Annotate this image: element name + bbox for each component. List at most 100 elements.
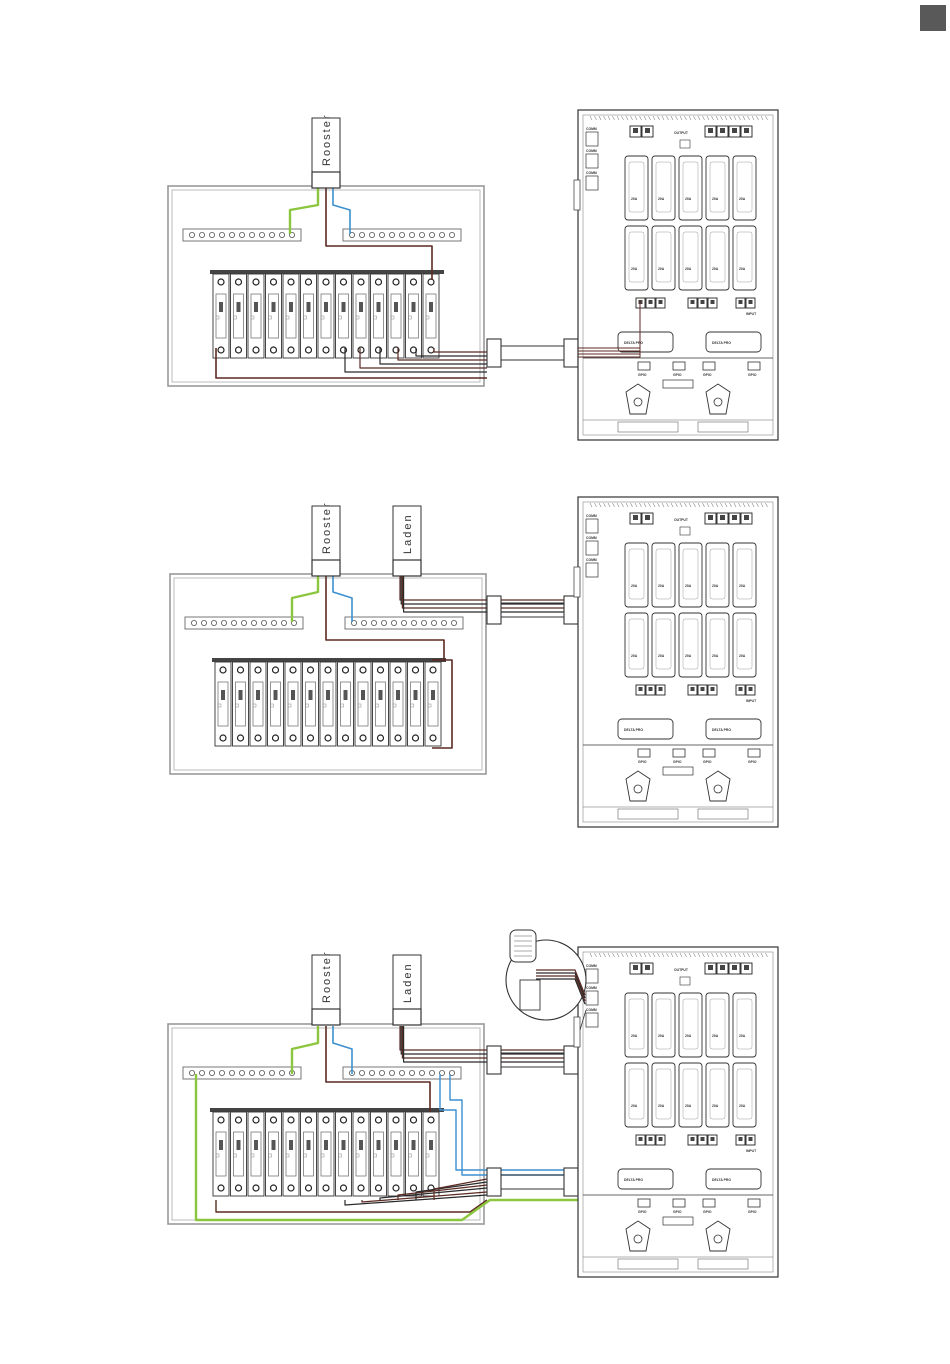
terminal-screw	[398, 1070, 405, 1077]
earth-terminal-bar	[184, 616, 304, 630]
circuit-breaker	[651, 992, 676, 1058]
terminal-screw	[260, 620, 267, 627]
side-knockout	[573, 179, 581, 211]
circuit-breaker	[732, 612, 757, 678]
terminal-screw	[358, 231, 365, 238]
terminal-screw	[410, 620, 417, 627]
breaker-top-screw	[374, 1116, 383, 1124]
gpio-port	[637, 1198, 651, 1208]
breaker-toggle	[324, 1140, 328, 1150]
circuit-breaker	[651, 155, 676, 221]
conduit-gland-right	[563, 595, 579, 625]
earth-terminal-bar	[182, 1066, 302, 1080]
breaker-bottom-screw	[254, 734, 262, 742]
vent-hatch	[598, 502, 602, 508]
breaker-face	[682, 1068, 699, 1120]
vent-hatch	[657, 115, 660, 121]
vent-hatch	[711, 115, 714, 121]
breaker-face	[655, 231, 672, 283]
vent-hatch	[603, 115, 606, 121]
terminal-screw	[690, 300, 695, 304]
vent-hatch	[598, 952, 602, 958]
breaker-rating-label: 20A	[658, 1104, 665, 1108]
mounting-hole	[633, 1234, 643, 1244]
breaker-toggle	[308, 690, 313, 700]
laden-label-text: Laden	[402, 513, 414, 554]
unit-inner-frame	[582, 114, 774, 436]
terminal-screw	[658, 687, 663, 691]
circuit-breaker	[705, 612, 730, 678]
breaker-top-screw	[236, 666, 245, 674]
breaker-bottom-screw	[234, 346, 243, 354]
terminal-screw	[360, 620, 367, 627]
breaker-indicator	[357, 703, 362, 708]
breaker	[370, 1111, 387, 1197]
breaker-output-wire	[361, 1191, 488, 1203]
terminal-screw	[648, 300, 653, 304]
breaker-rating-label: 20A	[685, 197, 692, 201]
breaker-top-screw	[269, 278, 278, 286]
breaker-output-wire	[215, 1199, 488, 1213]
mounting-hole	[633, 784, 643, 794]
breaker-top-screw	[306, 666, 315, 674]
terminal-screw	[220, 620, 227, 627]
vent-hatch	[693, 952, 696, 958]
breaker-body	[267, 661, 284, 747]
breaker-face	[682, 548, 699, 600]
vent-hatch	[675, 115, 678, 121]
terminal-screw	[638, 1137, 643, 1141]
terminal-screw	[645, 515, 650, 520]
terminal-screw	[648, 687, 653, 691]
breaker-body	[337, 661, 354, 747]
vent-hatch	[643, 502, 647, 508]
rooster-cable-label: Rooster	[311, 501, 341, 577]
breaker-top-screw	[341, 666, 350, 674]
breaker-bottom-screw	[269, 1184, 278, 1192]
breaker-body	[405, 273, 422, 359]
vent-hatch	[706, 952, 710, 958]
detail-pointer	[579, 1009, 587, 1031]
breaker-bottom-screw	[269, 346, 278, 354]
breaker-indicator	[270, 703, 274, 708]
breaker-toggle	[273, 690, 278, 700]
breaker-top-screw	[427, 1116, 435, 1124]
breaker-bottom-screw	[289, 734, 297, 742]
vent-hatch	[688, 502, 692, 508]
vent-hatch	[661, 502, 665, 508]
breaker-bottom-screw	[341, 734, 350, 742]
breaker-toggle	[324, 302, 328, 312]
breaker-toggle	[236, 1140, 241, 1150]
breaker-face	[628, 1068, 645, 1120]
breaker-body	[300, 273, 317, 359]
breaker-indicator	[392, 703, 397, 708]
output-terminal-blocks	[629, 125, 753, 138]
breaker-top-screw	[339, 278, 348, 286]
breaker-bottom-screw	[429, 734, 437, 742]
din-rail	[210, 270, 444, 274]
neutral-terminal-bar	[344, 616, 464, 630]
terminal-screw	[440, 620, 447, 627]
terminal-screw	[248, 231, 255, 238]
breaker	[370, 273, 387, 359]
breaker-rating-label: 20A	[631, 1104, 638, 1108]
gpio-port	[747, 748, 761, 758]
breaker-toggle	[271, 1140, 276, 1150]
unit-internal-wire	[578, 300, 641, 358]
panel-inner-border	[173, 577, 483, 771]
breaker-bottom-screw	[236, 734, 245, 742]
circuit-breaker	[732, 225, 757, 291]
cable-gland-block	[392, 559, 422, 577]
breaker-rating-label: 20A	[739, 1034, 746, 1038]
breaker-face	[709, 1068, 726, 1120]
breaker	[230, 1111, 247, 1197]
terminal-screw	[438, 231, 445, 238]
breaker-top-screw	[411, 666, 420, 674]
breaker	[317, 273, 335, 359]
breaker-body	[282, 1111, 300, 1197]
breaker-output-wire	[415, 348, 487, 357]
